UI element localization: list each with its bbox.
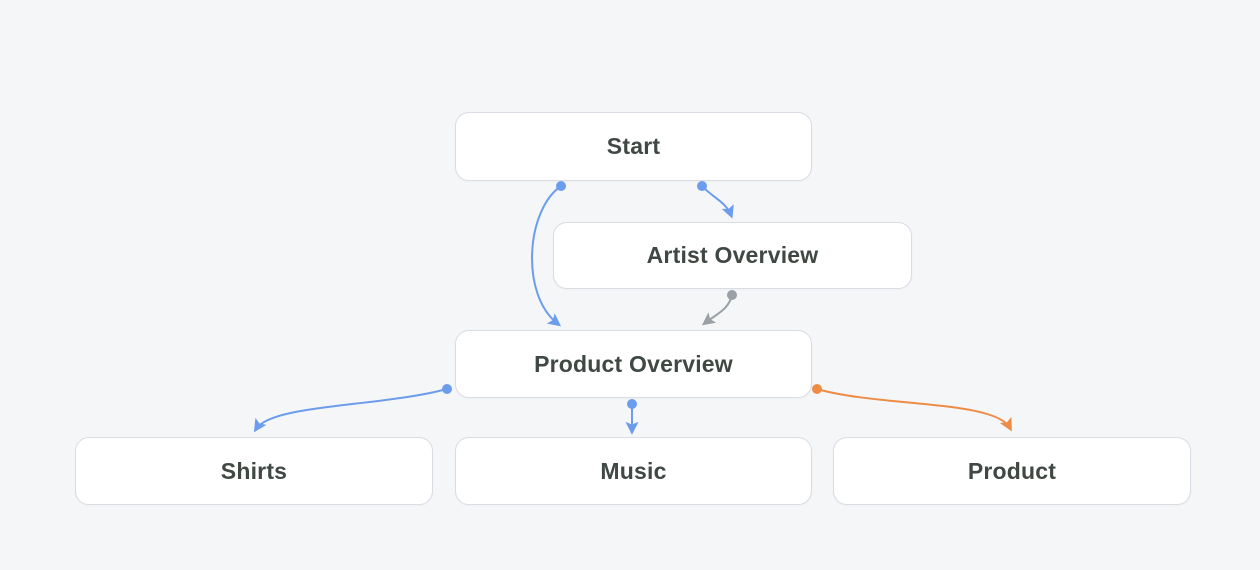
edge-product-overview-to-shirts[interactable]	[253, 384, 452, 433]
edge-source-dot	[556, 181, 566, 191]
edge-start-to-artist-overview[interactable]	[697, 181, 734, 219]
node-artist-overview[interactable]: Artist Overview	[553, 222, 912, 289]
edge-source-dot	[727, 290, 737, 300]
edge-product-overview-to-product[interactable]	[812, 384, 1012, 432]
node-label: Music	[600, 457, 667, 484]
node-label: Shirts	[220, 457, 288, 484]
edge-artist-overview-to-product-overview[interactable]	[701, 290, 737, 326]
edge-source-dot	[812, 384, 822, 394]
node-label: Artist Overview	[646, 242, 819, 268]
node-music[interactable]: Music	[455, 437, 812, 505]
edge-source-dot	[627, 399, 637, 409]
node-product[interactable]: Product	[833, 437, 1191, 505]
edge-path[interactable]	[816, 388, 1012, 432]
edge-product-overview-to-music[interactable]	[625, 399, 639, 435]
node-product-overview[interactable]: Product Overview	[455, 330, 812, 398]
node-shirts[interactable]: Shirts	[75, 437, 433, 505]
edge-source-dot	[697, 181, 707, 191]
edge-path[interactable]	[701, 294, 733, 326]
node-label: Start	[606, 133, 661, 159]
edge-path[interactable]	[701, 185, 734, 219]
node-label: Product Overview	[534, 350, 733, 377]
edge-path[interactable]	[253, 388, 448, 433]
node-start[interactable]: Start	[455, 112, 812, 181]
edge-source-dot	[442, 384, 452, 394]
node-label: Product	[967, 457, 1057, 484]
